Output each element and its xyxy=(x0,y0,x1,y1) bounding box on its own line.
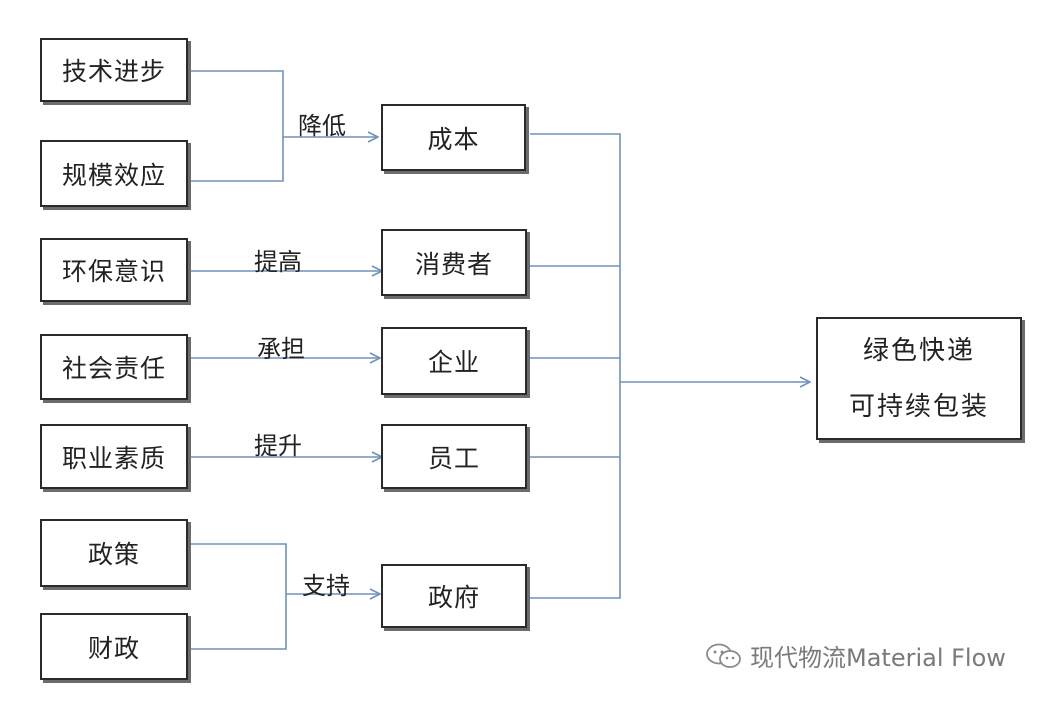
factor-label: 社会责任 xyxy=(61,354,166,383)
factor-label: 环保意识 xyxy=(61,257,166,286)
outcome-line-1: 绿色快递 xyxy=(862,335,975,366)
outcome-box: 绿色快递 可持续包装 xyxy=(816,317,1022,440)
factor-label: 政策 xyxy=(87,540,140,569)
actor-box-enterprise: 企业 xyxy=(381,327,527,395)
actor-box-staff: 员工 xyxy=(381,424,527,489)
wire-tech-merge xyxy=(188,70,284,182)
factor-box-tech-progress: 技术进步 xyxy=(40,38,188,102)
factor-box-policy: 政策 xyxy=(40,519,188,587)
actor-label: 政府 xyxy=(427,583,480,612)
factor-label: 技术进步 xyxy=(61,57,166,86)
actor-box-consumer: 消费者 xyxy=(381,229,527,296)
actor-label: 消费者 xyxy=(414,249,493,279)
action-label-reduce: 降低 xyxy=(298,112,346,140)
action-label-improve: 提升 xyxy=(254,432,302,460)
factor-label: 财政 xyxy=(87,633,140,663)
factor-box-environmental-awareness: 环保意识 xyxy=(40,238,188,302)
factor-box-scale-effect: 规模效应 xyxy=(40,140,188,207)
watermark: 现代物流Material Flow xyxy=(704,638,1006,673)
action-label-support: 支持 xyxy=(302,572,350,600)
actor-label: 员工 xyxy=(427,443,480,473)
action-label-raise: 提高 xyxy=(254,248,302,276)
actor-label: 成本 xyxy=(427,124,480,154)
factor-box-professional-quality: 职业素质 xyxy=(40,424,188,489)
factor-box-social-responsibility: 社会责任 xyxy=(40,334,188,400)
actor-box-government: 政府 xyxy=(381,564,527,628)
action-label-bear: 承担 xyxy=(257,335,305,363)
factor-box-finance: 财政 xyxy=(40,613,188,680)
wechat-icon xyxy=(706,643,741,668)
wire-policy-merge xyxy=(188,543,287,650)
watermark-text: 现代物流Material Flow xyxy=(750,644,1006,672)
actor-label: 企业 xyxy=(427,348,480,377)
actor-box-cost: 成本 xyxy=(381,104,526,171)
factor-label: 职业素质 xyxy=(61,443,166,473)
wire-cost-bus xyxy=(530,133,621,599)
outcome-line-2: 可持续包装 xyxy=(848,391,989,422)
factor-label: 规模效应 xyxy=(61,160,166,190)
